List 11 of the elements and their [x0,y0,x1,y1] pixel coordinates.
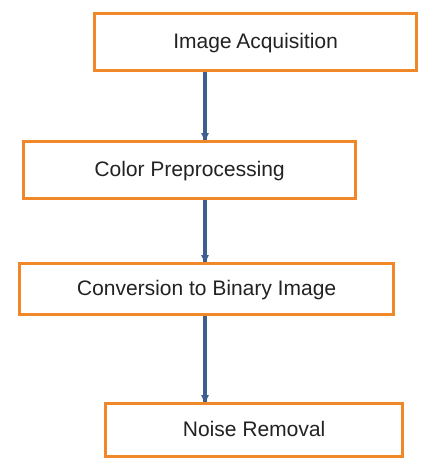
step-label: Conversion to Binary Image [76,277,336,301]
arrow [201,200,209,263]
step-label: Noise Removal [182,418,326,442]
process-box [22,140,357,200]
step-label: Image Acquisition [173,30,338,54]
arrow [201,316,209,403]
process-box [93,12,418,72]
process-box [104,402,404,458]
arrow [201,72,209,141]
process-box [18,262,395,316]
step-label: Color Preprocessing [94,158,285,182]
